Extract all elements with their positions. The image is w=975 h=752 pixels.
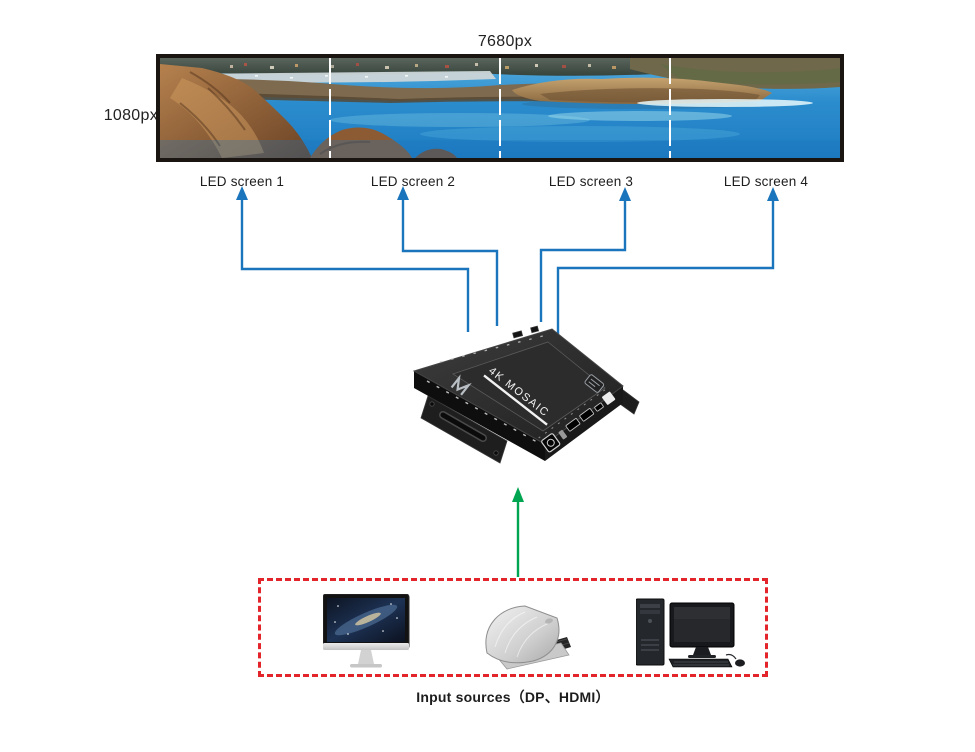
- panorama-video-wall: [156, 54, 844, 162]
- arrow-input-to-device: [512, 487, 524, 577]
- panorama-width-label: 7680px: [477, 33, 533, 50]
- device-top-face: [412, 328, 624, 445]
- laptop-icon: [485, 605, 571, 670]
- panorama-height-label: 1080px: [103, 107, 158, 124]
- arrow-to-screen-1: [240, 198, 470, 332]
- device-front-left-face: [414, 371, 545, 461]
- arrowhead-screen-4: [767, 187, 779, 201]
- arrowhead-screen-3: [619, 187, 631, 201]
- led-screen-4-label: LED screen 4: [723, 174, 809, 189]
- device-front-right-face: [545, 386, 623, 461]
- desktop-pc-icon: [636, 598, 745, 668]
- led-screen-3-label: LED screen 3: [548, 174, 634, 189]
- device-brand-text: 4K MOSAIC: [486, 365, 551, 420]
- brand-logo-m: [450, 374, 472, 396]
- device-mounting-bracket: [420, 395, 508, 464]
- video-processor-device: 4K MOSAIC: [412, 325, 640, 464]
- arrow-to-screen-4: [556, 199, 775, 344]
- input-sources-box: [258, 578, 768, 677]
- arrow-to-screen-2: [401, 198, 499, 326]
- device-badge: [584, 374, 605, 393]
- device-top-panel: [452, 341, 606, 432]
- panorama-image: [160, 58, 840, 158]
- led-screen-2-label: LED screen 2: [370, 174, 456, 189]
- input-sources-caption: Input sources（DP、HDMI）: [416, 689, 610, 705]
- imac-monitor-icon: [323, 594, 410, 668]
- led-screen-1-label: LED screen 1: [199, 174, 285, 189]
- arrow-to-screen-3: [539, 199, 627, 322]
- device-front-ports: [538, 386, 616, 453]
- screen-divider-lines: [329, 58, 671, 158]
